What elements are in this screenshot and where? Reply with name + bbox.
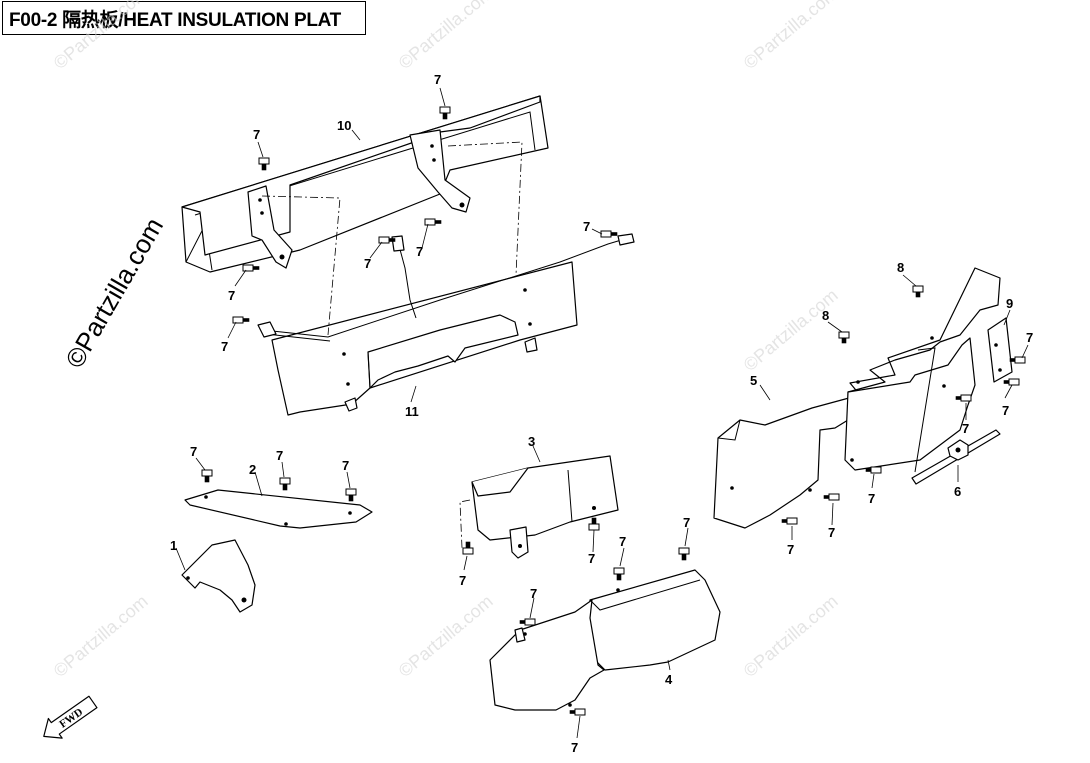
bolt-icon: [823, 493, 840, 501]
bolt-icon: [519, 618, 536, 626]
callout-11: 11: [405, 404, 419, 419]
callout-7: 7: [364, 256, 371, 271]
assembly-leader-lines-top: [261, 141, 523, 336]
callout-7: 7: [1026, 330, 1033, 345]
callout-8: 8: [897, 260, 904, 275]
callout-7: 7: [828, 525, 835, 540]
bolt-icon: [242, 264, 260, 272]
part-11-lower-heat-shield: [257, 233, 635, 416]
bolt-icon: [258, 157, 270, 171]
bolt-icon: [1003, 378, 1020, 386]
bolt-icon: [838, 331, 850, 344]
part-3-bent-heat-cover: [459, 455, 619, 559]
callout-4: 4: [665, 672, 673, 687]
diagram-title: F00-2 隔热板/HEAT INSULATION PLAT: [2, 1, 366, 35]
callout-7: 7: [787, 542, 794, 557]
watermark: ©Partzilla.com: [395, 591, 497, 681]
callout-6: 6: [954, 484, 961, 499]
callout-7: 7: [276, 448, 283, 463]
watermark: ©Partzilla.com: [50, 591, 152, 681]
bolt-icon: [912, 285, 924, 298]
bolt-icon: [865, 466, 882, 474]
bolt-icon: [424, 218, 442, 226]
callout-7: 7: [588, 551, 595, 566]
part-5-large-side-heat-shield: [713, 267, 1001, 529]
part-6-strip-bracket: [911, 429, 1001, 485]
watermark: ©Partzilla.com: [740, 0, 842, 73]
callout-leaders: [175, 87, 1029, 739]
bolt-icon: [345, 488, 357, 502]
bolt-icon: [613, 567, 625, 581]
bolt-icon: [678, 547, 690, 561]
watermark: ©Partzilla.com: [740, 285, 842, 375]
part-4-lower-heat-cover: [489, 569, 721, 711]
callout-8: 8: [822, 308, 829, 323]
bolt-icon: [955, 394, 972, 402]
callout-2: 2: [249, 462, 256, 477]
bolt-icon: [201, 469, 213, 483]
callout-7: 7: [683, 515, 690, 530]
bolts-layer: [201, 106, 1026, 716]
bolt-icon: [232, 316, 250, 324]
callout-7: 7: [221, 339, 228, 354]
bolt-icon: [1009, 356, 1026, 364]
bolt-icon: [378, 236, 396, 244]
callout-7: 7: [868, 491, 875, 506]
bolt-icon: [439, 106, 451, 120]
callout-7: 7: [190, 444, 197, 459]
bolt-icon: [569, 708, 586, 716]
bolt-icon: [781, 517, 798, 525]
watermark: ©Partzilla.com: [50, 0, 152, 73]
callout-7: 7: [228, 288, 235, 303]
callout-7: 7: [1002, 403, 1009, 418]
bolt-icon: [588, 517, 600, 531]
callout-1: 1: [170, 538, 177, 553]
callout-10: 10: [337, 118, 351, 133]
callout-9: 9: [1006, 296, 1013, 311]
callout-labels: 7 7 10 7 7 7 7 7 11 8 8 9 7 5 7 7 6 7 7 …: [170, 72, 1033, 755]
callout-5: 5: [750, 373, 757, 388]
callout-7: 7: [962, 421, 969, 436]
callout-7: 7: [530, 586, 537, 601]
callout-7: 7: [416, 244, 423, 259]
part-10-upper-heat-shield: [181, 95, 549, 273]
callout-7: 7: [571, 740, 578, 755]
fwd-arrow-icon: FWD: [43, 695, 98, 739]
bolt-icon: [600, 230, 618, 238]
callout-7: 7: [253, 127, 260, 142]
callout-7: 7: [434, 72, 441, 87]
callout-7: 7: [619, 534, 626, 549]
callout-7: 7: [583, 219, 590, 234]
part-1-small-heat-cover: [181, 539, 256, 613]
part-9-small-plate: [987, 317, 1013, 383]
part-2-flat-heat-plate: [184, 489, 373, 529]
callout-7: 7: [459, 573, 466, 588]
watermark: ©Partzilla.com: [740, 591, 842, 681]
watermark: ©Partzilla.com: [395, 0, 497, 73]
bolt-icon: [279, 477, 291, 491]
side-watermark: ©Partzilla.com: [59, 213, 169, 373]
callout-3: 3: [528, 434, 535, 449]
callout-7: 7: [342, 458, 349, 473]
bolt-icon: [462, 541, 474, 555]
